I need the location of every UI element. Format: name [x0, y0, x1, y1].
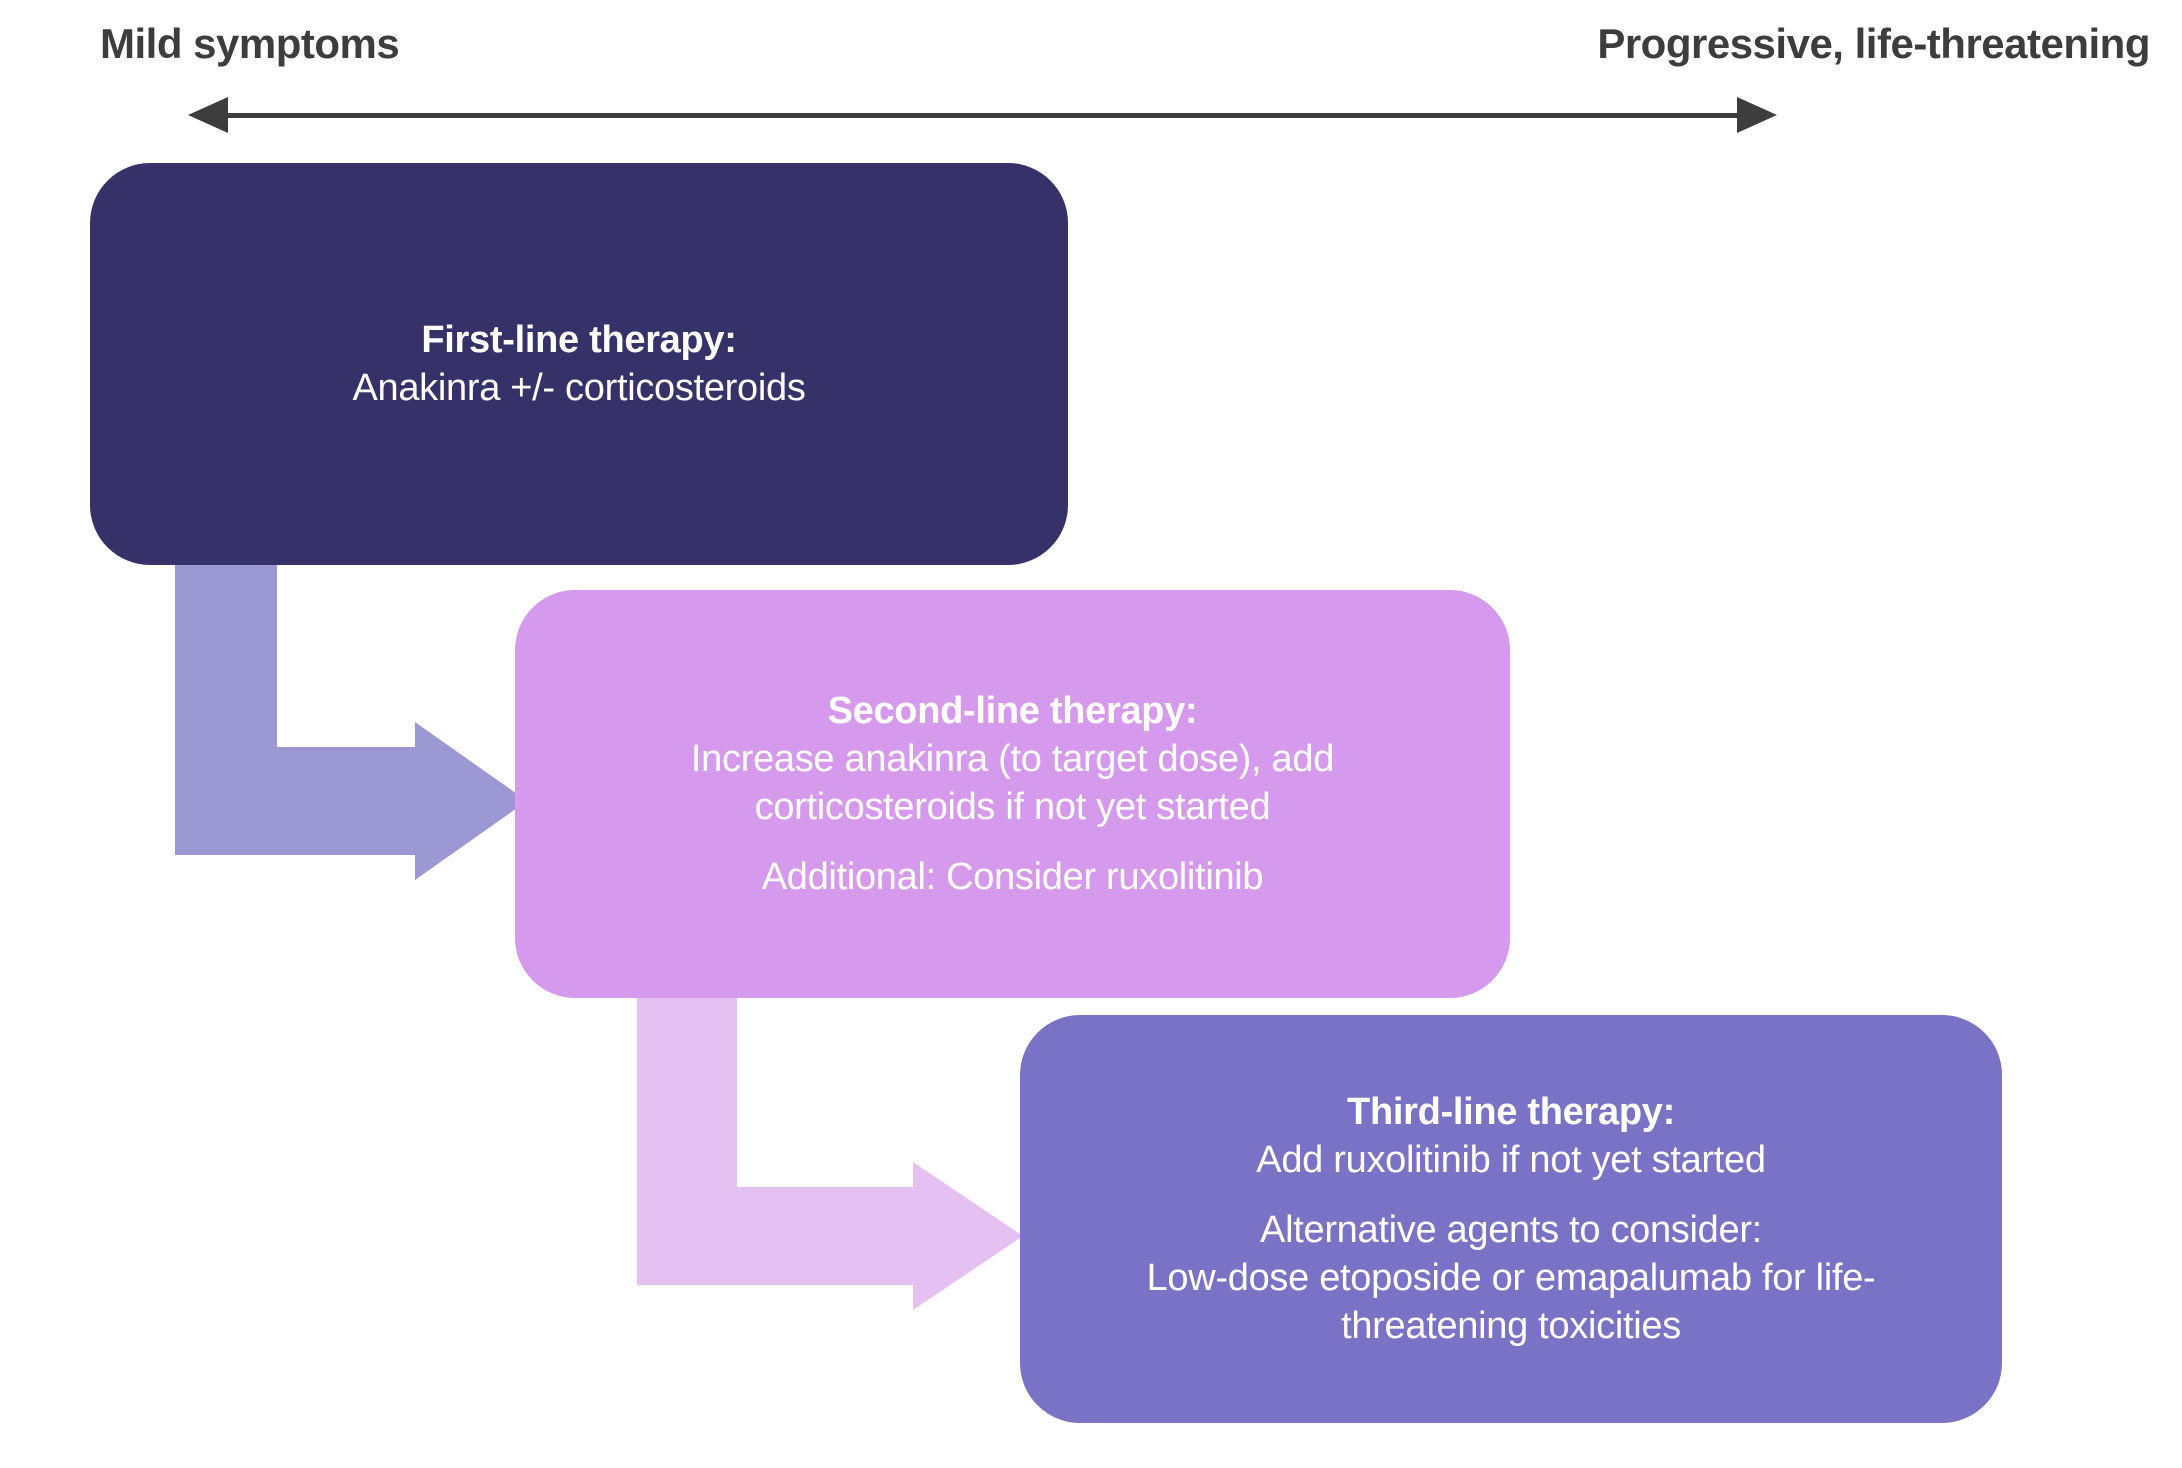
connector-arrow-2-horizontal [637, 1187, 913, 1285]
first-line-therapy-title: First-line therapy: [421, 319, 737, 361]
first-line-therapy-box: First-line therapy: Anakinra +/- cortico… [90, 163, 1068, 565]
third-line-therapy-alternatives: Alternative agents to consider: Low-dose… [1146, 1209, 1876, 1347]
first-line-therapy-body: Anakinra +/- corticosteroids [352, 367, 806, 409]
axis-label-progressive-life-threatening: Progressive, life-threatening [1597, 20, 2150, 67]
second-line-therapy-box: Second-line therapy: Increase anakinra (… [515, 590, 1510, 998]
severity-axis-line [220, 113, 1748, 118]
second-line-therapy-title: Second-line therapy: [827, 690, 1198, 732]
connector-arrow-1-horizontal [175, 747, 415, 855]
third-line-therapy-box: Third-line therapy: Add ruxolitinib if n… [1020, 1015, 2002, 1423]
arrowhead-right-icon [1737, 97, 1777, 133]
connector-arrow-1-head-icon [415, 722, 527, 880]
third-line-therapy-title: Third-line therapy: [1347, 1091, 1675, 1133]
second-line-therapy-body: Increase anakinra (to target dose), add … [690, 738, 1335, 828]
third-line-therapy-body: Add ruxolitinib if not yet started [1256, 1139, 1766, 1181]
connector-arrow-2-head-icon [913, 1162, 1023, 1310]
arrowhead-left-icon [188, 97, 228, 133]
axis-label-mild-symptoms: Mild symptoms [100, 20, 400, 67]
second-line-therapy-additional: Additional: Consider ruxolitinib [761, 856, 1264, 898]
